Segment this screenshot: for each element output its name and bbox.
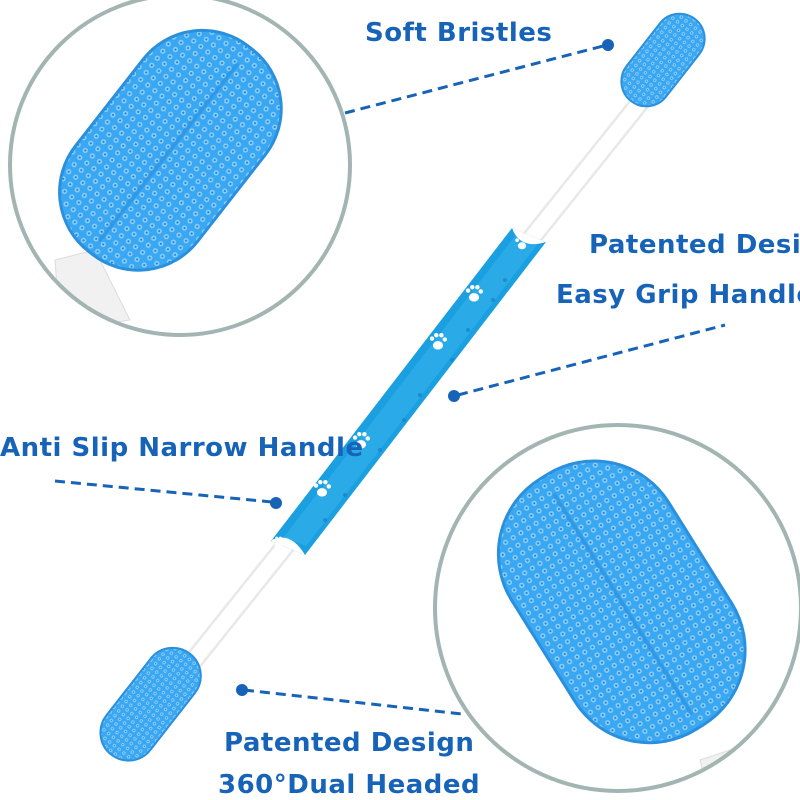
brush-head-top xyxy=(620,12,706,108)
label-soft-bristles: Soft Bristles xyxy=(365,18,553,48)
callout-dot-soft-bristles xyxy=(602,39,614,51)
callout-line-soft-bristles xyxy=(344,44,604,115)
callout-dot-easy-grip xyxy=(448,390,460,402)
label-easy-grip-handle: Easy Grip Handle xyxy=(556,280,800,310)
label-patented-design-top: Patented Design xyxy=(589,230,800,260)
callout-line-anti-slip xyxy=(54,479,273,504)
label-anti-slip-handle: Anti Slip Narrow Handle xyxy=(0,433,364,463)
paw-print-icon xyxy=(465,284,484,302)
grip-bumps xyxy=(323,278,507,522)
callout-line-dual-headed xyxy=(243,688,463,716)
label-dual-headed: 360°Dual Headed xyxy=(218,770,481,800)
callout-dots xyxy=(236,39,614,696)
callout-dot-anti-slip xyxy=(270,497,282,509)
zoom-circle-left xyxy=(8,0,352,337)
callout-line-easy-grip xyxy=(457,323,726,397)
paw-print-icon xyxy=(352,431,371,449)
label-patented-design-bottom: Patented Design xyxy=(224,728,475,758)
zoom-circle-right xyxy=(433,423,800,793)
toothbrush xyxy=(99,12,706,762)
callout-dot-dual-headed xyxy=(236,684,248,696)
paw-print-icon xyxy=(515,235,530,250)
paw-print-icon xyxy=(429,332,448,350)
callout-lines xyxy=(54,44,726,716)
paw-print-icon xyxy=(272,536,285,549)
paw-print-icon xyxy=(313,479,332,497)
brush-head-bottom xyxy=(99,646,202,762)
